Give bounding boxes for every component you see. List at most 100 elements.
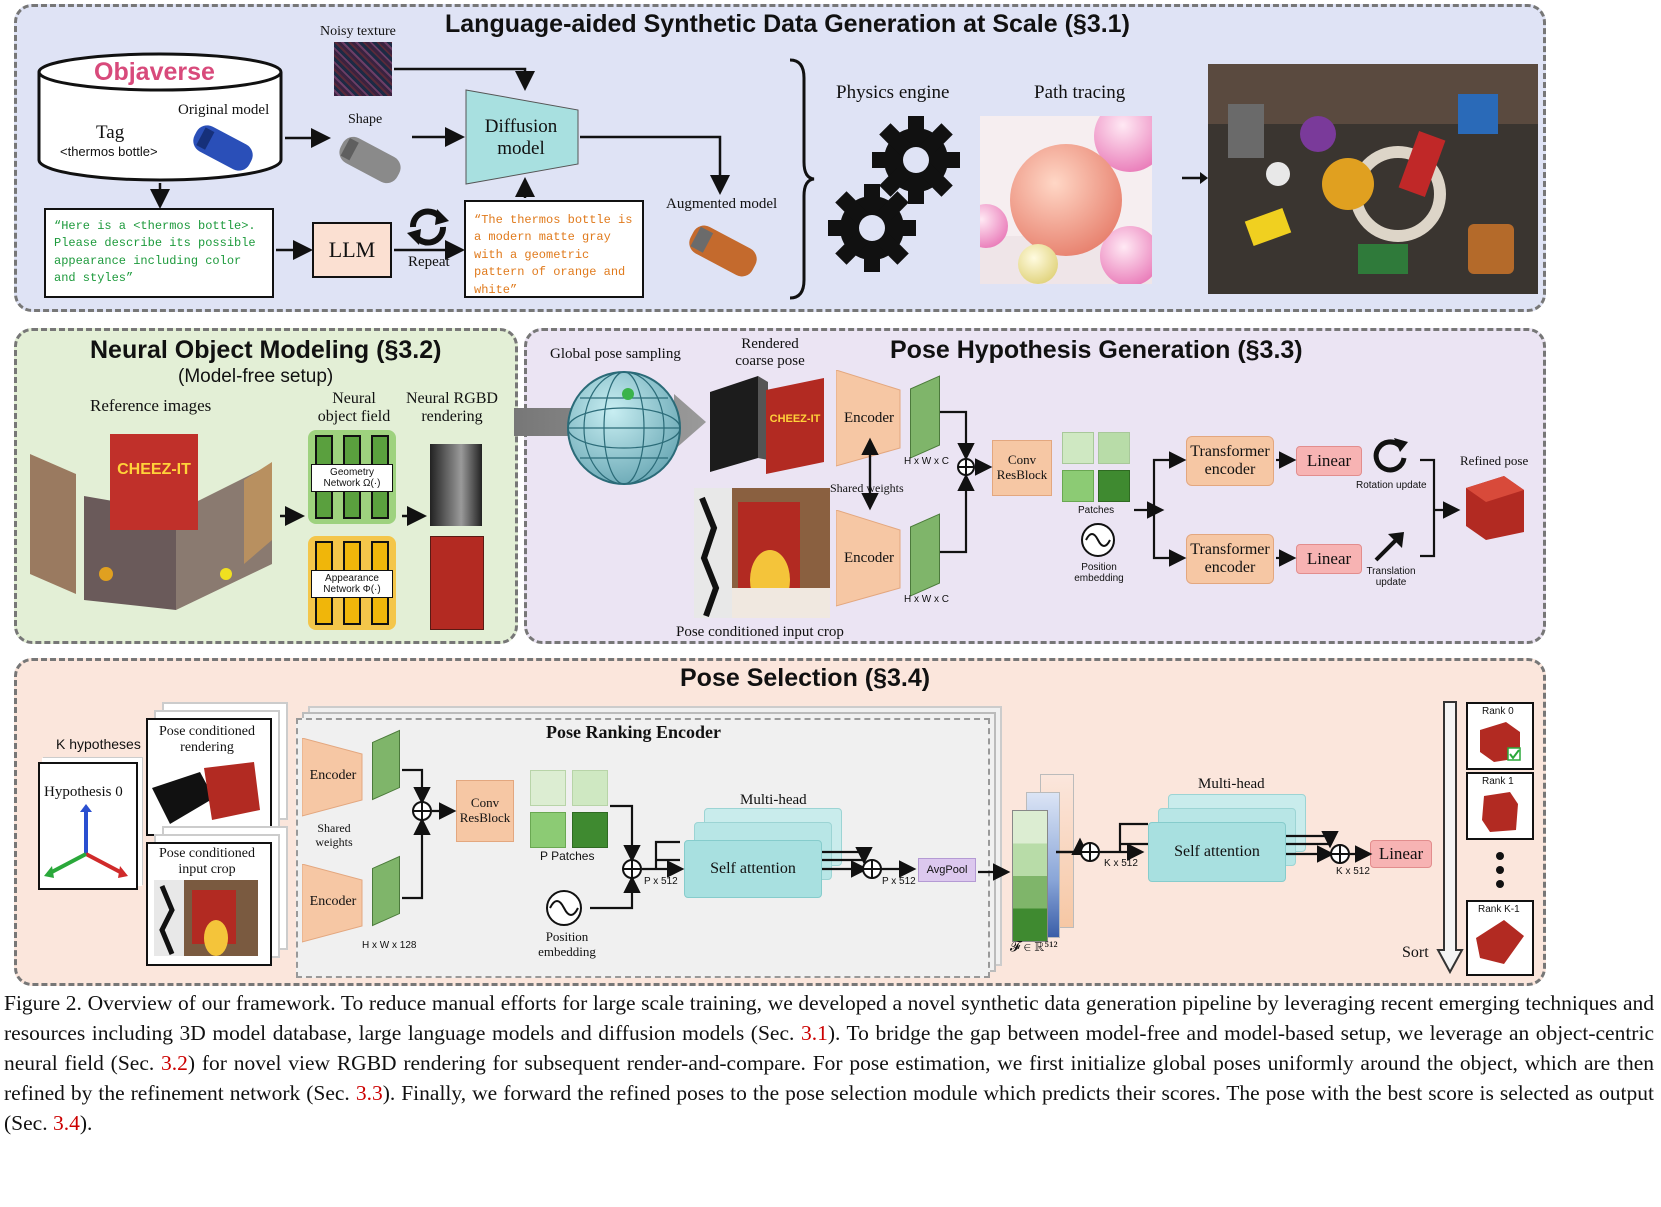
sort-arrow-icon: [1436, 701, 1464, 975]
neural-object-subtitle: (Model-free setup): [178, 366, 334, 387]
axes-icon: [44, 804, 128, 878]
input-crop-label: Pose conditioned input crop: [676, 624, 844, 640]
translation-update-label: Translation update: [1366, 566, 1416, 588]
hypothesis-encoder-bottom: [836, 510, 901, 607]
path-tracing-render-image: [980, 116, 1152, 284]
augmented-thermos-image: [689, 225, 757, 277]
reference-images-label: Reference images: [90, 396, 212, 415]
transformer-encoder-top: Transformer encoder: [1186, 436, 1274, 486]
repeat-cycle-icon: [407, 208, 449, 246]
cond-rendering-image: [152, 762, 260, 824]
pose-hypothesis-title: Pose Hypothesis Generation (§3.3): [890, 336, 1303, 364]
linear-translation: Linear: [1296, 544, 1362, 574]
rank-1-label: Rank 1: [1482, 776, 1514, 787]
caption-text-2: ). To bridge the gap between model-free …: [4, 1021, 1654, 1075]
cond-crop-image: [154, 880, 258, 956]
patch-cube: [1098, 470, 1130, 502]
selection-encoder-top-label: Encoder: [309, 767, 357, 783]
selection-patch-cube: [530, 770, 566, 806]
synthetic-scene-image: [1208, 64, 1538, 294]
rank-0-label: Rank 0: [1482, 706, 1514, 717]
geometry-network-label: Geometry Network Ω(·): [311, 464, 393, 492]
selection-patch-cube: [572, 770, 608, 806]
hypothesis-arrows: [861, 410, 1461, 567]
rank-k1-label: Rank K-1: [1478, 904, 1520, 915]
noisy-texture-label: Noisy texture: [320, 24, 396, 39]
sort-label: Sort: [1402, 944, 1429, 961]
rendered-coarse-pose-label: Rendered coarse pose: [735, 336, 805, 370]
depth-render-image: [430, 444, 482, 526]
tag-label: Tag: [96, 122, 125, 143]
caption-ref-3-2[interactable]: 3.2: [161, 1051, 188, 1075]
refined-pose-image: [1466, 476, 1524, 540]
rank-ellipsis-icon: [1496, 852, 1504, 888]
thermos-original-image: [193, 125, 253, 171]
shape-label: Shape: [348, 112, 383, 127]
selection-encoder-bottom: [302, 864, 363, 943]
reference-images: CHEEZ-IT: [30, 434, 272, 610]
patch-cube: [1062, 432, 1094, 464]
k-hypotheses-label: K hypotheses: [56, 736, 141, 752]
rank-k1-image: [1476, 920, 1524, 964]
selection-position-embedding-label: Position embedding: [538, 929, 596, 959]
svg-text:CHEEZ-IT: CHEEZ-IT: [770, 413, 821, 425]
self-attention-block-1: Self attention: [684, 840, 822, 898]
tag-value: <thermos bottle>: [60, 144, 158, 159]
hypothesis-0-label: Hypothesis 0: [44, 784, 123, 800]
hwc-top-label: H x W x C: [904, 456, 949, 467]
hwc-bottom-label: H x W x C: [904, 594, 949, 605]
repeat-label: Repeat: [408, 254, 450, 270]
neural-rgbd-label: Neural RGBD rendering: [406, 390, 498, 426]
caption-ref-3-3[interactable]: 3.3: [355, 1081, 383, 1105]
caption-ref-3-4[interactable]: 3.4: [52, 1111, 80, 1135]
caption-text-4: ). Finally, we forward the refined poses…: [4, 1081, 1654, 1135]
hw128-label: H x W x 128: [362, 940, 417, 951]
selection-arrows: [402, 768, 1373, 910]
pose-sphere-icon: [567, 371, 681, 485]
llm-output-text: “The thermos bottle is a modern matte gr…: [474, 213, 633, 297]
path-tracing-label: Path tracing: [1034, 82, 1126, 103]
rgb-render-image: [430, 536, 484, 630]
augmented-model-label: Augmented model: [666, 196, 778, 212]
llm-prompt-box: “Here is a <thermos bottle>. Please desc…: [44, 208, 274, 298]
selection-conv-resblock: Conv ResBlock: [456, 780, 514, 842]
noisy-texture-image: [334, 42, 392, 96]
pose-ranking-encoder-label: Pose Ranking Encoder: [546, 722, 722, 742]
synthetic-data-title: Language-aided Synthetic Data Generation…: [445, 10, 1130, 38]
shape-image: [339, 136, 401, 184]
rotation-update-label: Rotation update: [1356, 480, 1427, 491]
objaverse-logo: Objaverse: [94, 58, 215, 86]
appearance-network-label: Appearance Network Φ(·): [311, 570, 393, 598]
rank-1-image: [1482, 792, 1518, 832]
patch-cube: [1062, 470, 1094, 502]
neural-field-label: Neural object field: [317, 390, 391, 426]
selection-shared-weights-label: Shared weights: [315, 821, 353, 849]
p512-label-2: P x 512: [882, 876, 916, 887]
llm-block: LLM: [312, 222, 392, 278]
figure-caption: Figure 2. Overview of our framework. To …: [4, 988, 1654, 1138]
position-embedding-label: Position embedding: [1074, 562, 1124, 584]
feature-column-front: [1012, 810, 1048, 942]
position-embedding-icon: [1081, 523, 1115, 557]
caption-ref-3-1[interactable]: 3.1: [800, 1021, 828, 1045]
rotation-update-icon: [1373, 438, 1408, 473]
k512-label-1: K x 512: [1104, 858, 1138, 869]
patches-label: Patches: [1078, 505, 1115, 516]
hypothesis-encoder-top-label: Encoder: [844, 410, 894, 427]
multi-head-label-2: Multi-head: [1198, 776, 1265, 792]
self-attention-block-2: Self attention: [1148, 822, 1286, 882]
transformer-encoder-bottom: Transformer encoder: [1186, 534, 1274, 584]
selection-patch-cube: [530, 812, 566, 848]
avgpool-block: AvgPool: [918, 858, 976, 882]
coarse-pose-renders: CHEEZ-IT: [710, 376, 824, 474]
global-pose-sampling-label: Global pose sampling: [550, 346, 681, 362]
svg-text:CHEEZ-IT: CHEEZ-IT: [117, 461, 191, 478]
render-to-scene-arrow: [1182, 172, 1208, 184]
caption-text-1: Figure 2. Overview of our framework. To …: [4, 991, 1654, 1045]
selection-encoder-bottom-label: Encoder: [309, 893, 357, 909]
physics-engine-label: Physics engine: [836, 82, 950, 103]
cond-rendering-label: Pose conditioned rendering: [158, 724, 256, 756]
caption-text-3: ) for novel view RGBD rendering for subs…: [4, 1051, 1654, 1105]
hypothesis-encoder-bottom-label: Encoder: [844, 550, 894, 567]
diffusion-model-block: [465, 89, 579, 185]
